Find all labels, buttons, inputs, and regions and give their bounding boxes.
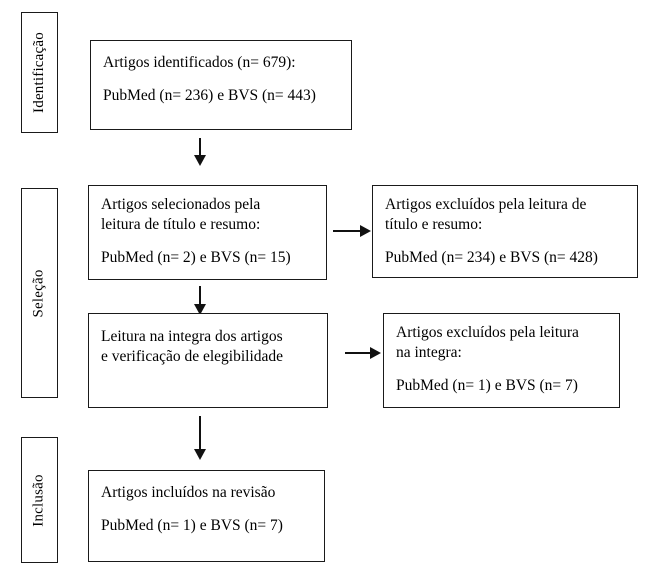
stage-label-inclusao-text: Inclusão (31, 473, 48, 527)
box-articles-screened-line-2: leitura de título e resumo: (101, 216, 261, 234)
box-articles-included-line-1: Artigos incluídos na revisão (101, 484, 276, 501)
stage-label-selecao: Seleção (21, 188, 58, 398)
box-articles-excluded-title-abstract-line-2: título e resumo: (385, 216, 483, 234)
stage-label-selecao-text: Seleção (31, 268, 48, 318)
box-articles-identified: Artigos identificados (n= 679): PubMed (… (90, 40, 352, 130)
box-articles-excluded-title-abstract: Artigos excluídos pela leitura de título… (372, 185, 638, 278)
box-articles-excluded-fulltext-line-1: Artigos excluídos pela leitura (396, 324, 579, 341)
box-articles-screened-line-1: Artigos selecionados pela (101, 196, 261, 213)
box-articles-excluded-fulltext-line-3: PubMed (n= 1) e BVS (n= 7) (396, 377, 578, 395)
box-articles-excluded-fulltext-line-2: na integra: (396, 344, 462, 362)
stage-label-identificacao-text: Identificação (31, 32, 48, 113)
box-fulltext-eligibility-line-1: Leitura na integra dos artigos (101, 328, 283, 345)
box-fulltext-eligibility-line-2: e verificação de elegibilidade (101, 348, 284, 366)
box-articles-identified-line-2: PubMed (n= 236) e BVS (n= 443) (103, 87, 316, 105)
box-fulltext-eligibility: Leitura na integra dos artigos e verific… (88, 313, 328, 408)
box-articles-included: Artigos incluídos na revisão PubMed (n= … (88, 470, 325, 562)
box-articles-included-line-2: PubMed (n= 1) e BVS (n= 7) (101, 517, 283, 535)
box-articles-identified-line-1: Artigos identificados (n= 679): (103, 54, 296, 71)
stage-label-identificacao: Identificação (21, 12, 58, 133)
stage-label-inclusao: Inclusão (21, 437, 58, 563)
box-articles-excluded-title-abstract-line-1: Artigos excluídos pela leitura de (385, 196, 587, 213)
box-articles-screened: Artigos selecionados pela leitura de tít… (88, 185, 327, 280)
box-articles-excluded-fulltext: Artigos excluídos pela leitura na integr… (383, 313, 620, 408)
box-articles-excluded-title-abstract-line-3: PubMed (n= 234) e BVS (n= 428) (385, 249, 598, 267)
box-articles-screened-line-3: PubMed (n= 2) e BVS (n= 15) (101, 249, 291, 267)
